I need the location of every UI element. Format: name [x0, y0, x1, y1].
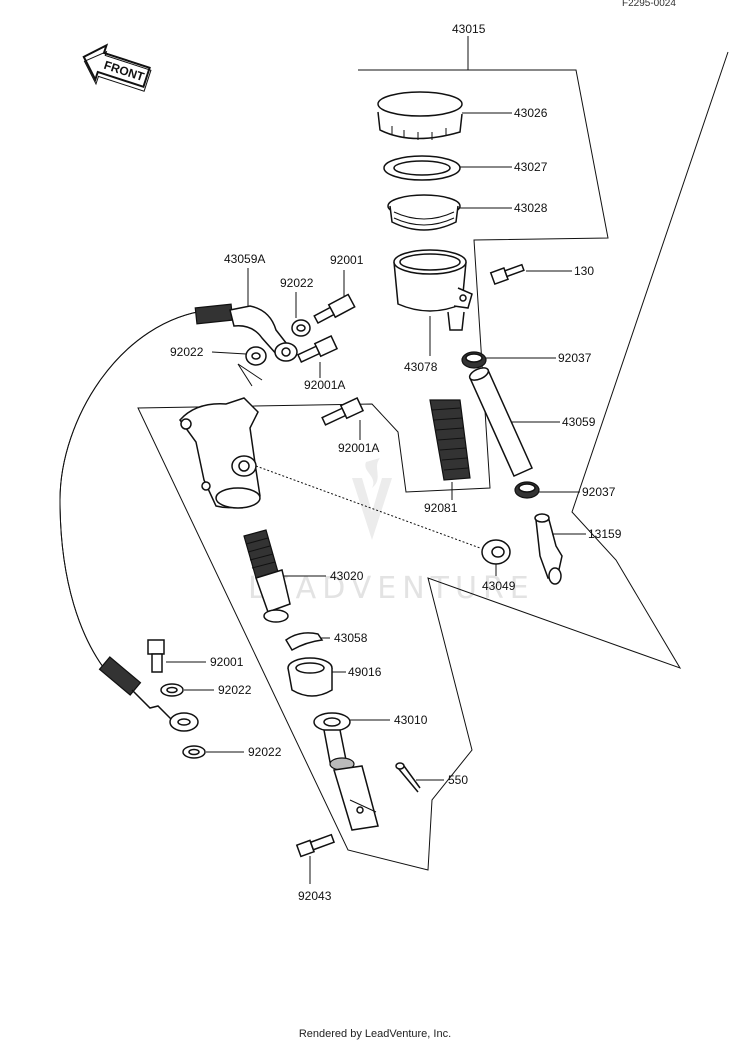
part-label-92022-upper: 92022 [280, 276, 314, 290]
clevis-pin [295, 833, 336, 858]
part-label-92022-lower-a: 92022 [218, 683, 252, 697]
part-label-43028: 43028 [514, 201, 548, 215]
part-label-92001A-lower: 92001A [338, 441, 379, 455]
banjo-bolt-lower [147, 639, 165, 673]
watermark-logo: LEADVENTURE [248, 458, 535, 606]
hose-clamp-lower [514, 481, 540, 499]
part-label-92081: 92081 [424, 501, 458, 515]
part-label-43010: 43010 [394, 713, 428, 727]
master-cylinder-body [179, 397, 261, 509]
part-label-92001-lower: 92001 [210, 655, 244, 669]
reservoir-hose [468, 367, 533, 477]
part-label-92037-lower: 92037 [582, 485, 616, 499]
hose-clamp-upper [461, 351, 487, 369]
washer-lower-b [182, 745, 206, 759]
piston-spring [243, 529, 291, 623]
part-label-43078: 43078 [404, 360, 438, 374]
part-label-43058: 43058 [334, 631, 368, 645]
push-rod [313, 712, 379, 831]
washer-left [245, 346, 267, 366]
banjo-bolt-upper [313, 293, 356, 324]
part-label-43059: 43059 [562, 415, 596, 429]
part-label-92022-lower-b: 92022 [248, 745, 282, 759]
part-label-43049: 43049 [482, 579, 516, 593]
part-label-43015: 43015 [452, 22, 486, 36]
bolt-130 [489, 263, 525, 286]
part-label-550: 550 [448, 773, 468, 787]
part-label-92043: 92043 [298, 889, 332, 903]
elbow-pipe [534, 513, 563, 585]
footer-credit: Rendered by LeadVenture, Inc. [298, 1028, 452, 1040]
washer-lower-a [160, 683, 184, 697]
hose-fitting-lower [98, 656, 199, 732]
reference-code: F2295-0024 [622, 0, 676, 9]
assembly-outline [137, 51, 729, 871]
part-label-43059A: 43059A [224, 252, 265, 266]
circlip [285, 632, 324, 652]
part-label-43020: 43020 [330, 569, 364, 583]
watermark-text: LEADVENTURE [248, 571, 535, 606]
part-label-92037-upper: 92037 [558, 351, 592, 365]
reservoir-gasket [383, 155, 461, 181]
reservoir-diaphragm [387, 194, 461, 231]
bolt-92001A-upper [296, 334, 339, 364]
hose-fitting-upper [194, 303, 298, 362]
reservoir-body [393, 249, 473, 331]
bolt-92001A-lower [321, 396, 365, 426]
front-arrow: FRONT [82, 43, 152, 92]
cotter-pin [395, 762, 421, 793]
part-label-92001-upper: 92001 [330, 253, 364, 267]
part-label-43027: 43027 [514, 160, 548, 174]
washer-upper [291, 319, 311, 337]
part-label-92022-left: 92022 [170, 345, 204, 359]
part-label-49016: 49016 [348, 665, 382, 679]
grommet [481, 539, 511, 565]
part-label-13159: 13159 [588, 527, 622, 541]
return-spring [429, 399, 471, 481]
part-label-130: 130 [574, 264, 594, 278]
part-label-92001A-upper: 92001A [304, 378, 345, 392]
reservoir-cap [377, 91, 463, 140]
part-label-43026: 43026 [514, 106, 548, 120]
dust-boot [287, 657, 333, 697]
